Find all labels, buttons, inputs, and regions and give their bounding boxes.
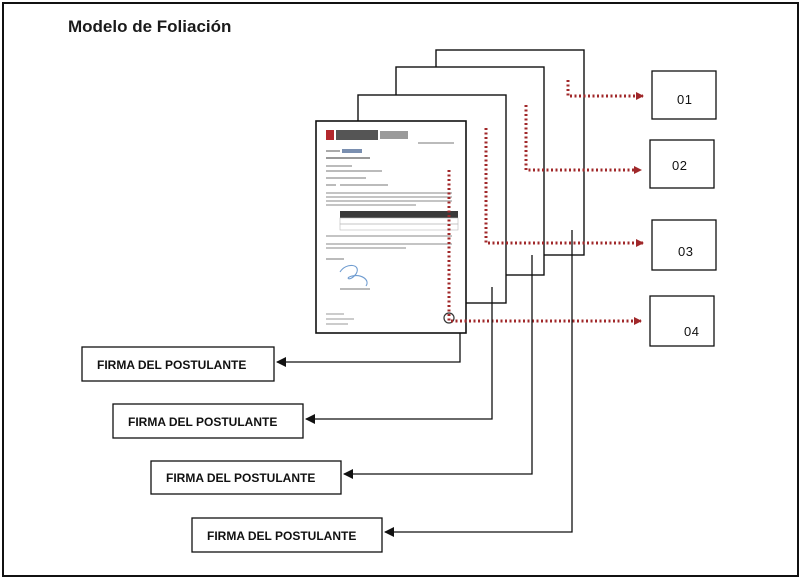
- signature-box-2: [112, 403, 304, 439]
- folio-arrow-04: [447, 170, 642, 325]
- front-document: [315, 120, 467, 334]
- folio-arrow-01: [566, 80, 644, 100]
- folio-arrow-02: [524, 105, 642, 174]
- signature-label-2: FIRMA DEL POSTULANTE: [128, 415, 277, 429]
- signature-label-4: FIRMA DEL POSTULANTE: [207, 529, 356, 543]
- folio-box-02: [649, 139, 715, 189]
- signature-connector-1: [276, 333, 461, 367]
- folio-box-04: [649, 295, 715, 347]
- signature-box-4: [191, 517, 383, 553]
- folio-box-03: [651, 219, 717, 271]
- signature-box-1: [81, 346, 275, 382]
- signature-connector-4: [384, 230, 573, 537]
- folio-number-01: 01: [677, 92, 692, 107]
- folio-number-03: 03: [678, 244, 693, 259]
- signature-connector-2: [305, 287, 493, 424]
- page-title: Modelo de Foliación: [68, 17, 232, 36]
- folio-number-04: 04: [684, 324, 699, 339]
- signature-box-3: [150, 460, 342, 495]
- signature-label-1: FIRMA DEL POSTULANTE: [97, 358, 246, 372]
- folio-box-01: [651, 70, 717, 120]
- signature-label-3: FIRMA DEL POSTULANTE: [166, 471, 315, 485]
- signature-connector-3: [343, 255, 533, 479]
- folio-number-02: 02: [672, 158, 687, 173]
